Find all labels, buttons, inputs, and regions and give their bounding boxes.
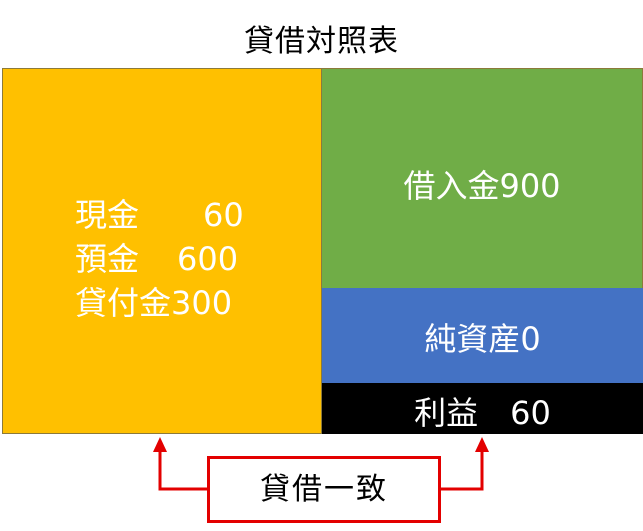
right-arrow-head [475,437,489,452]
loan-block: 借入金900 [322,68,643,288]
net-assets-block: 純資産0 [322,288,643,383]
asset-row-cash: 現金 60 [75,193,244,237]
asset-list: 現金 60 預金 600 貸付金 300 [75,193,244,325]
asset-label: 現金 [75,196,140,234]
asset-row-loan-receivable: 貸付金 300 [75,281,244,325]
asset-label: 預金 [75,240,140,278]
asset-value: 600 [177,240,239,278]
balance-match-box: 貸借一致 [207,456,441,523]
assets-block: 現金 60 預金 600 貸付金 300 [2,68,322,434]
asset-row-deposit: 預金 600 [75,237,244,281]
loan-label: 借入金900 [403,167,561,205]
profit-block: 利益 60 [322,383,643,434]
asset-value: 60 [203,196,244,234]
right-arrow-line [441,452,484,491]
diagram-title: 貸借対照表 [244,24,399,59]
profit-label: 利益 60 [414,394,551,432]
left-arrow-head [153,437,167,452]
asset-value: 300 [171,284,233,322]
left-arrow-line [158,452,207,491]
asset-label: 貸付金 [75,284,172,322]
net-assets-label: 純資産0 [424,320,541,358]
